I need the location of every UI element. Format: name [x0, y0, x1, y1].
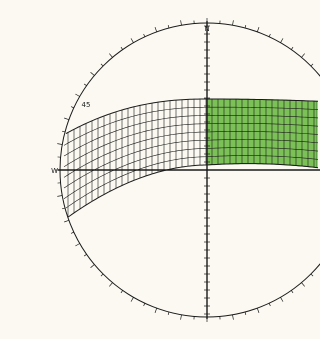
rim-tick [64, 117, 69, 121]
rim-tick [109, 53, 113, 58]
rim-tick [280, 38, 284, 43]
rim-tick [180, 314, 182, 320]
rim-tick [90, 264, 95, 268]
axis-ticks [204, 25, 210, 315]
rim-tick [143, 33, 146, 37]
rim-tick [180, 20, 182, 26]
rim-tick [70, 231, 74, 234]
band-parallel [65, 98, 319, 135]
band-parallel [67, 163, 319, 218]
rim-tick [244, 311, 247, 315]
west-label: W [51, 167, 58, 175]
arc-mark-label: 45 [82, 101, 91, 109]
rim-tick [167, 25, 170, 29]
band-parallel [63, 147, 319, 199]
rim-tick [75, 93, 80, 97]
rim-tick [57, 143, 63, 145]
rim-tick [62, 207, 66, 210]
rim-tick [310, 63, 314, 67]
rim-tick [256, 308, 260, 313]
rim-tick [268, 33, 271, 37]
rim-tick [109, 282, 113, 287]
rim-tick [301, 53, 305, 58]
rim-tick [268, 303, 271, 307]
rim-tick [62, 130, 66, 133]
rim-tick [291, 290, 294, 294]
rim-tick [83, 83, 87, 86]
rim-tick [64, 219, 69, 223]
rim-tick [120, 290, 123, 294]
band-parallel [63, 131, 319, 178]
north-label: N [204, 25, 209, 33]
rim-tick [130, 297, 134, 302]
rim-tick [83, 254, 87, 257]
rim-tick [244, 25, 247, 29]
rim-tick [232, 314, 234, 320]
rim-tick [154, 308, 158, 313]
rim-tick [70, 106, 74, 109]
rim-tick [167, 311, 170, 315]
band-parallel [63, 114, 319, 157]
rim-tick [100, 63, 104, 67]
rim-tick [75, 243, 80, 247]
band-parallel [63, 106, 319, 146]
rim-tick [291, 46, 294, 50]
rim-tick [310, 273, 314, 277]
projection-grid [63, 98, 319, 218]
rim-tick [90, 72, 95, 76]
band-parallel [63, 139, 319, 189]
degree-ticks [55, 18, 320, 322]
rim-tick [143, 303, 146, 307]
band-parallel [63, 123, 319, 167]
rim-tick [280, 297, 284, 302]
rim-tick [232, 20, 234, 26]
rim-tick [100, 273, 104, 277]
rim-tick [120, 46, 123, 50]
rim-tick [301, 282, 305, 287]
rim-tick [57, 195, 63, 197]
rim-tick [256, 27, 260, 32]
band-parallel [65, 155, 319, 209]
rim-tick [154, 27, 158, 32]
rim-tick [130, 38, 134, 43]
